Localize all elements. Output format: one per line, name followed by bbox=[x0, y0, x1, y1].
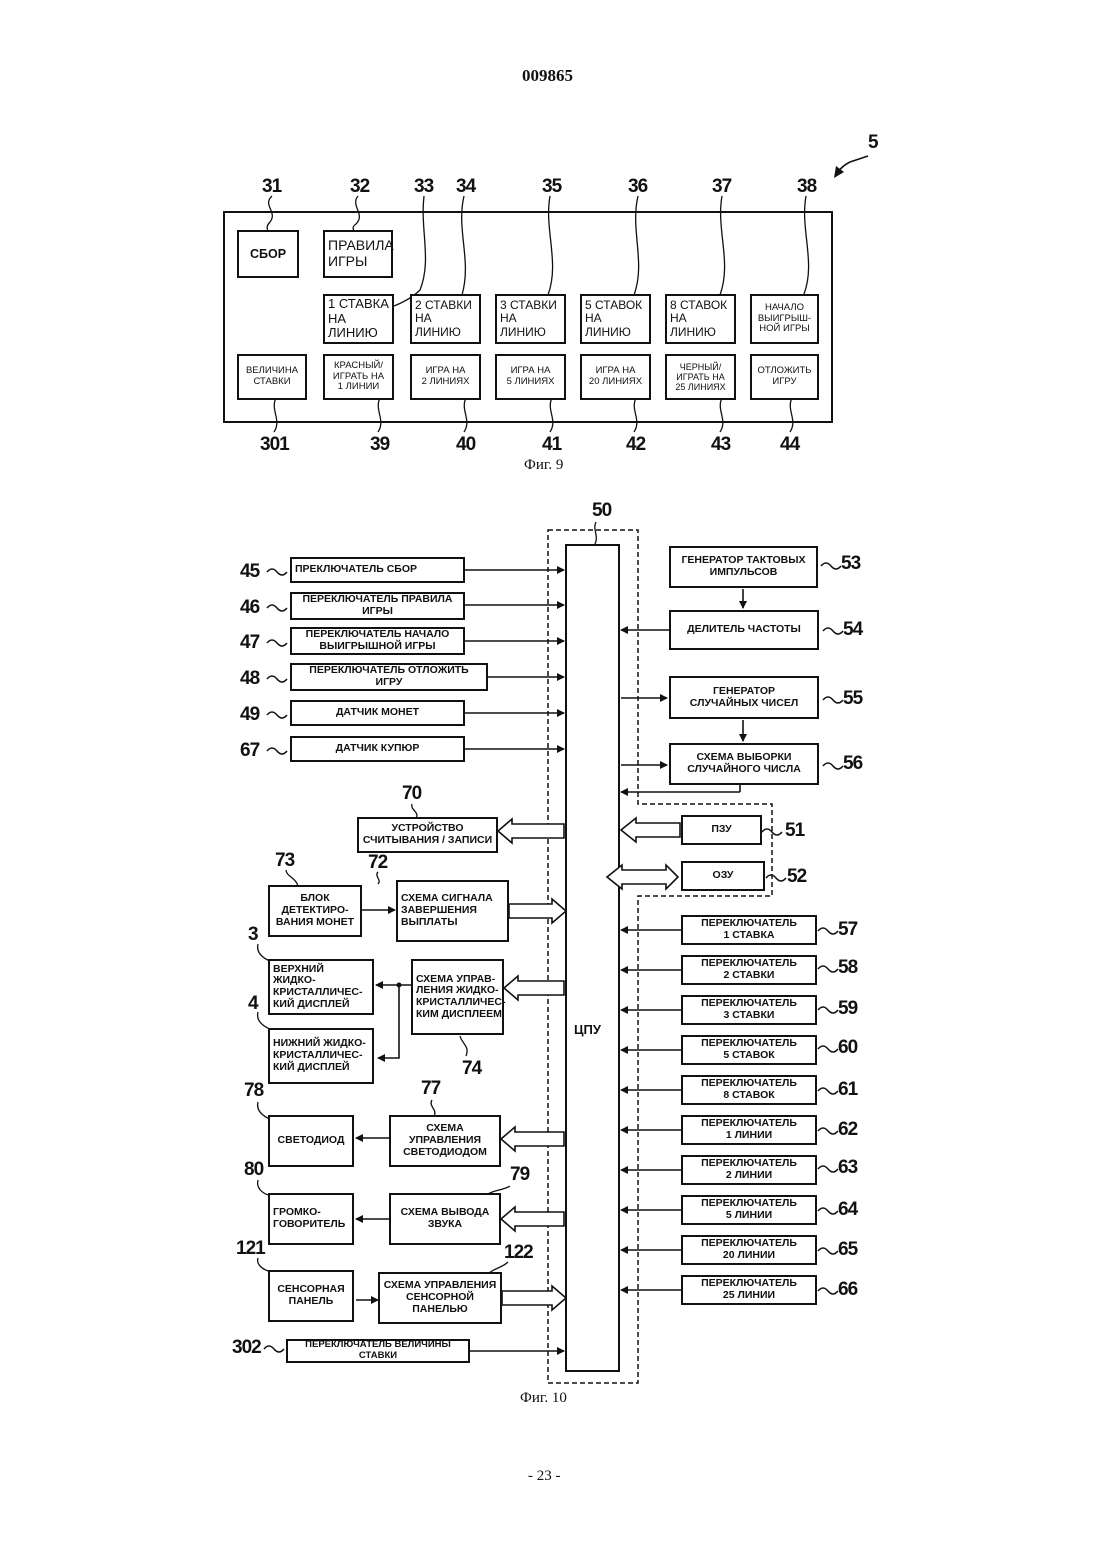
switch-bet-1: ПЕРЕКЛЮЧАТЕЛЬ 1 СТАВКА bbox=[681, 915, 817, 945]
ref-number: 74 bbox=[462, 1058, 481, 1080]
switch-bet-2: ПЕРЕКЛЮЧАТЕЛЬ 2 СТАВКИ bbox=[681, 955, 817, 985]
ref-number: 57 bbox=[838, 919, 857, 941]
bet-size-switch: ПЕРЕКЛЮЧАТЕЛЬ ВЕЛИЧИНЫ СТАВКИ bbox=[286, 1339, 470, 1363]
switch-line-1: ПЕРЕКЛЮЧАТЕЛЬ 1 ЛИНИИ bbox=[681, 1115, 817, 1145]
page-number: - 23 - bbox=[528, 1468, 561, 1485]
ref-number: 70 bbox=[402, 783, 421, 805]
switch-game-rules: ПЕРЕКЛЮЧАТЕЛЬ ПРАВИЛА ИГРЫ bbox=[290, 592, 465, 620]
cpu-box bbox=[566, 545, 619, 1371]
ref-number: 121 bbox=[236, 1238, 265, 1260]
ref-number: 52 bbox=[787, 866, 806, 888]
card-read-write-device: УСТРОЙСТВО СЧИТЫВАНИЯ / ЗАПИСИ bbox=[357, 817, 498, 853]
ref-number: 53 bbox=[841, 553, 860, 575]
lower-lcd: НИЖНИЙ ЖИДКО- КРИСТАЛЛИЧЕС- КИЙ ДИСПЛЕЙ bbox=[268, 1028, 374, 1084]
upper-lcd: ВЕРХНИЙ ЖИДКО- КРИСТАЛЛИЧЕС- КИЙ ДИСПЛЕЙ bbox=[268, 959, 374, 1015]
rom: ПЗУ bbox=[681, 815, 762, 845]
ref-number: 45 bbox=[240, 561, 259, 583]
ref-number: 66 bbox=[838, 1279, 857, 1301]
ref-number: 64 bbox=[838, 1199, 857, 1221]
ref-number: 51 bbox=[785, 820, 804, 842]
ref-number: 3 bbox=[248, 924, 258, 946]
bill-sensor: ДАТЧИК КУПЮР bbox=[290, 736, 465, 762]
lcd-control-circuit: СХЕМА УПРАВ- ЛЕНИЯ ЖИДКО- КРИСТАЛЛИЧЕС- … bbox=[411, 959, 504, 1035]
cpu-label: ЦПУ bbox=[574, 1022, 601, 1037]
ref-number: 60 bbox=[838, 1037, 857, 1059]
ref-number: 80 bbox=[244, 1159, 263, 1181]
ref-number: 50 bbox=[592, 500, 611, 522]
switch-start-bonus: ПЕРЕКЛЮЧАТЕЛЬ НАЧАЛО ВЫИГРЫШНОЙ ИГРЫ bbox=[290, 627, 465, 655]
ref-number: 46 bbox=[240, 597, 259, 619]
ref-number: 56 bbox=[843, 753, 862, 775]
switch-line-25: ПЕРЕКЛЮЧАТЕЛЬ 25 ЛИНИИ bbox=[681, 1275, 817, 1305]
ref-number: 59 bbox=[838, 998, 857, 1020]
ref-number: 122 bbox=[504, 1242, 533, 1264]
coin-detection-unit: БЛОК ДЕТЕКТИРО- ВАНИЯ МОНЕТ bbox=[268, 885, 362, 937]
switch-line-20: ПЕРЕКЛЮЧАТЕЛЬ 20 ЛИНИИ bbox=[681, 1235, 817, 1265]
switch-collect: ПРЕКЛЮЧАТЕЛЬ СБОР bbox=[290, 557, 465, 583]
clock-generator: ГЕНЕРАТОР ТАКТОВЫХ ИМПУЛЬСОВ bbox=[669, 546, 818, 588]
random-number-sampler: СХЕМА ВЫБОРКИ СЛУЧАЙНОГО ЧИСЛА bbox=[669, 743, 819, 785]
switch-bet-8: ПЕРЕКЛЮЧАТЕЛЬ 8 СТАВОК bbox=[681, 1075, 817, 1105]
ref-number: 54 bbox=[843, 619, 862, 641]
ref-number: 72 bbox=[368, 852, 387, 874]
switch-bet-3: ПЕРЕКЛЮЧАТЕЛЬ 3 СТАВКИ bbox=[681, 995, 817, 1025]
ram: ОЗУ bbox=[681, 861, 765, 891]
random-number-generator: ГЕНЕРАТОР СЛУЧАЙНЫХ ЧИСЕЛ bbox=[669, 676, 819, 719]
ref-number: 55 bbox=[843, 688, 862, 710]
ref-number: 79 bbox=[510, 1164, 529, 1186]
ref-number: 62 bbox=[838, 1119, 857, 1141]
ref-number: 47 bbox=[240, 632, 259, 654]
ref-number: 48 bbox=[240, 668, 259, 690]
loudspeaker: ГРОМКО- ГОВОРИТЕЛЬ bbox=[268, 1193, 354, 1245]
payout-end-signal-circuit: СХЕМА СИГНАЛА ЗАВЕРШЕНИЯ ВЫПЛАТЫ bbox=[396, 880, 509, 942]
ref-number: 73 bbox=[275, 850, 294, 872]
frequency-divider: ДЕЛИТЕЛЬ ЧАСТОТЫ bbox=[669, 610, 819, 650]
ref-number: 58 bbox=[838, 957, 857, 979]
switch-line-2: ПЕРЕКЛЮЧАТЕЛЬ 2 ЛИНИИ bbox=[681, 1155, 817, 1185]
sound-output-circuit: СХЕМА ВЫВОДА ЗВУКА bbox=[389, 1193, 501, 1245]
switch-bet-5: ПЕРЕКЛЮЧАТЕЛЬ 5 СТАВОК bbox=[681, 1035, 817, 1065]
switch-postpone: ПЕРЕКЛЮЧАТЕЛЬ ОТЛОЖИТЬ ИГРУ bbox=[290, 663, 488, 691]
figure-caption: Фиг. 10 bbox=[520, 1390, 567, 1407]
ref-number: 302 bbox=[232, 1337, 261, 1359]
led: СВЕТОДИОД bbox=[268, 1115, 354, 1167]
ref-number: 65 bbox=[838, 1239, 857, 1261]
ref-number: 49 bbox=[240, 704, 259, 726]
switch-line-5: ПЕРЕКЛЮЧАТЕЛЬ 5 ЛИНИИ bbox=[681, 1195, 817, 1225]
touch-panel: СЕНСОРНАЯ ПАНЕЛЬ bbox=[268, 1270, 354, 1322]
touch-panel-control-circuit: СХЕМА УПРАВЛЕНИЯ СЕНСОРНОЙ ПАНЕЛЬЮ bbox=[378, 1272, 502, 1324]
ref-number: 63 bbox=[838, 1157, 857, 1179]
coin-sensor: ДАТЧИК МОНЕТ bbox=[290, 700, 465, 726]
ref-number: 4 bbox=[248, 993, 258, 1015]
ref-number: 67 bbox=[240, 740, 259, 762]
ref-number: 61 bbox=[838, 1079, 857, 1101]
led-control-circuit: СХЕМА УПРАВЛЕНИЯ СВЕТОДИОДОМ bbox=[389, 1115, 501, 1167]
ref-number: 77 bbox=[421, 1078, 440, 1100]
ref-number: 78 bbox=[244, 1080, 263, 1102]
